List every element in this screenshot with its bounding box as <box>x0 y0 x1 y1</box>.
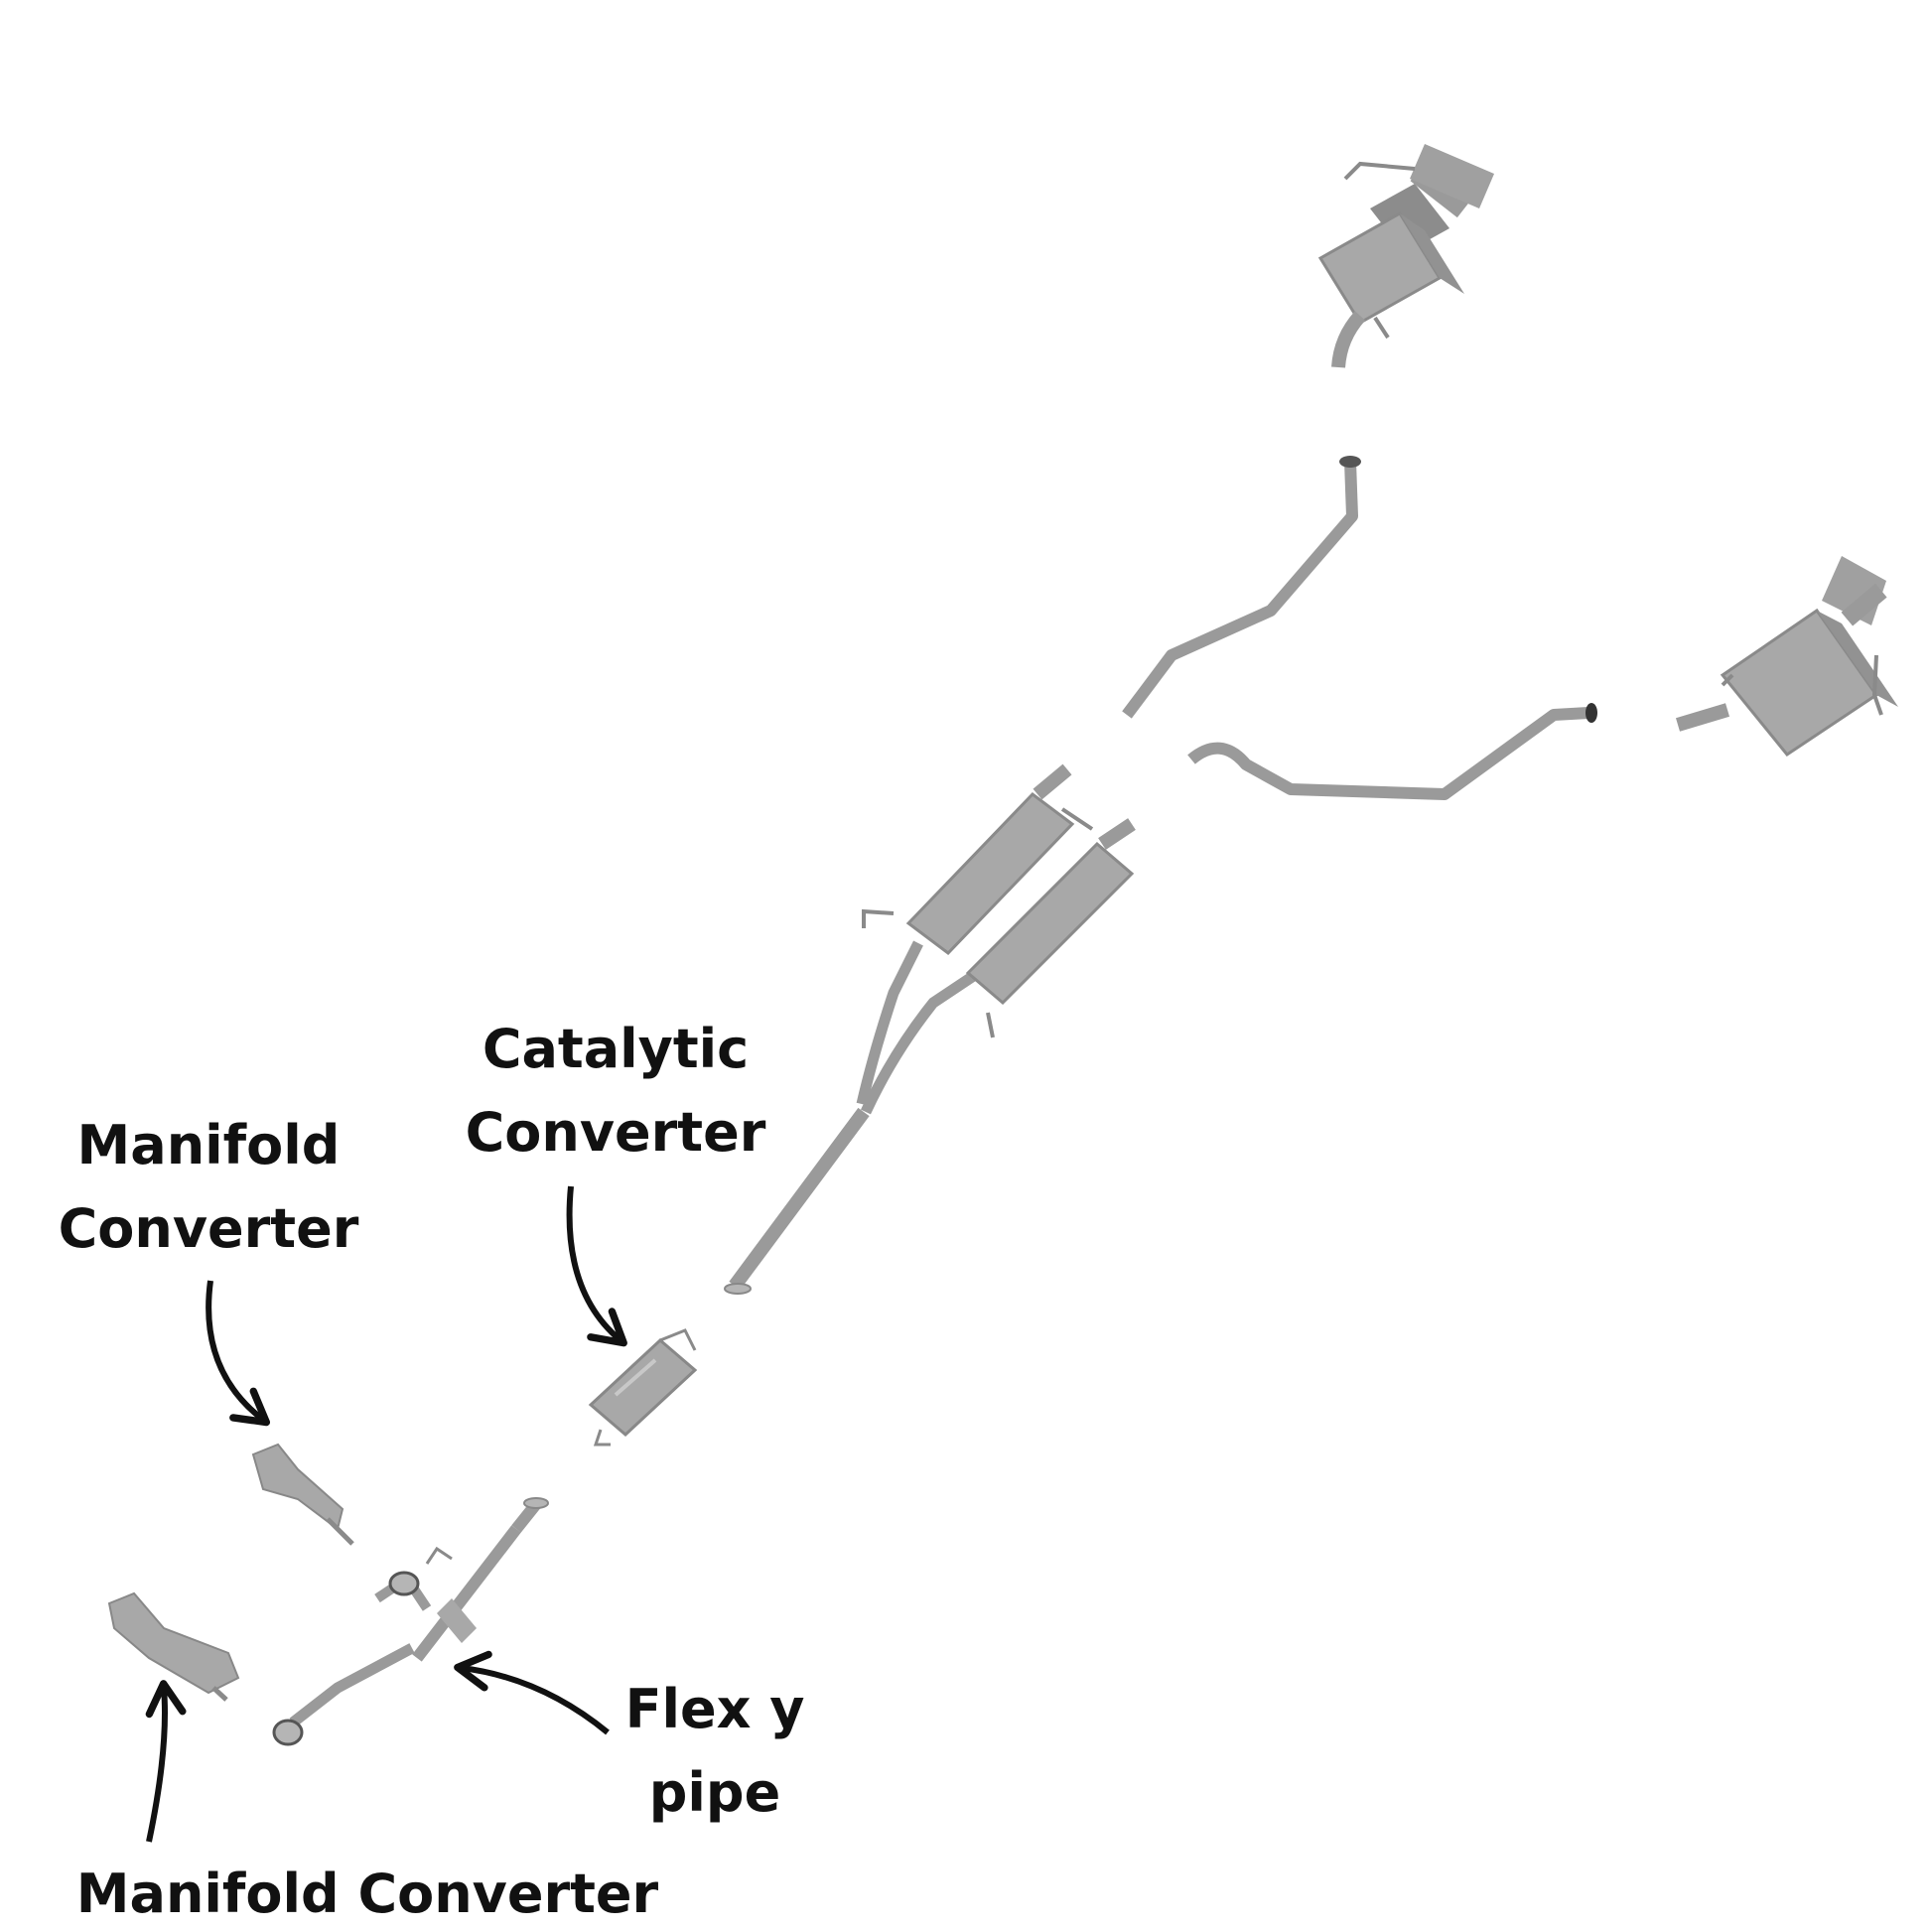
manifold-converter-bottom-icon <box>107 1591 240 1702</box>
catalytic-converter-icon <box>588 1328 698 1447</box>
catalytic-converter-arrow <box>566 1185 627 1347</box>
flex-y-pipe-label-line-2: pipe <box>648 1761 781 1824</box>
upper-tailpipe-icon <box>1122 456 1361 719</box>
manifold-converter-bottom-arrow <box>145 1680 187 1843</box>
flex-y-pipe-label-line-1: Flex y <box>624 1678 805 1740</box>
catalytic-converter-label-line-2: Converter <box>465 1101 766 1164</box>
flex-y-pipe-icon <box>272 1497 549 1746</box>
flex-y-pipe-arrow <box>454 1650 610 1735</box>
dual-resonator-y-pipe-icon <box>724 763 1136 1295</box>
manifold-converter-top-label: Manifold Converter <box>30 1104 387 1271</box>
manifold-converter-top-label-line-1: Manifold <box>76 1114 341 1176</box>
manifold-converter-top-label-line-2: Converter <box>58 1197 359 1260</box>
manifold-converter-bottom-label: Manifold Converter <box>75 1863 659 1925</box>
catalytic-converter-label: Catalytic Converter <box>437 1008 794 1174</box>
right-tailpipe-icon <box>1187 703 1597 800</box>
manifold-converter-top-icon <box>251 1443 354 1546</box>
flex-y-pipe-label: Flex y pipe <box>606 1668 824 1835</box>
manifold-converter-top-arrow <box>206 1280 271 1427</box>
catalytic-converter-label-line-1: Catalytic <box>482 1018 750 1080</box>
right-rear-muffler-icon <box>1675 556 1898 758</box>
upper-rear-muffler-icon <box>1317 144 1494 368</box>
